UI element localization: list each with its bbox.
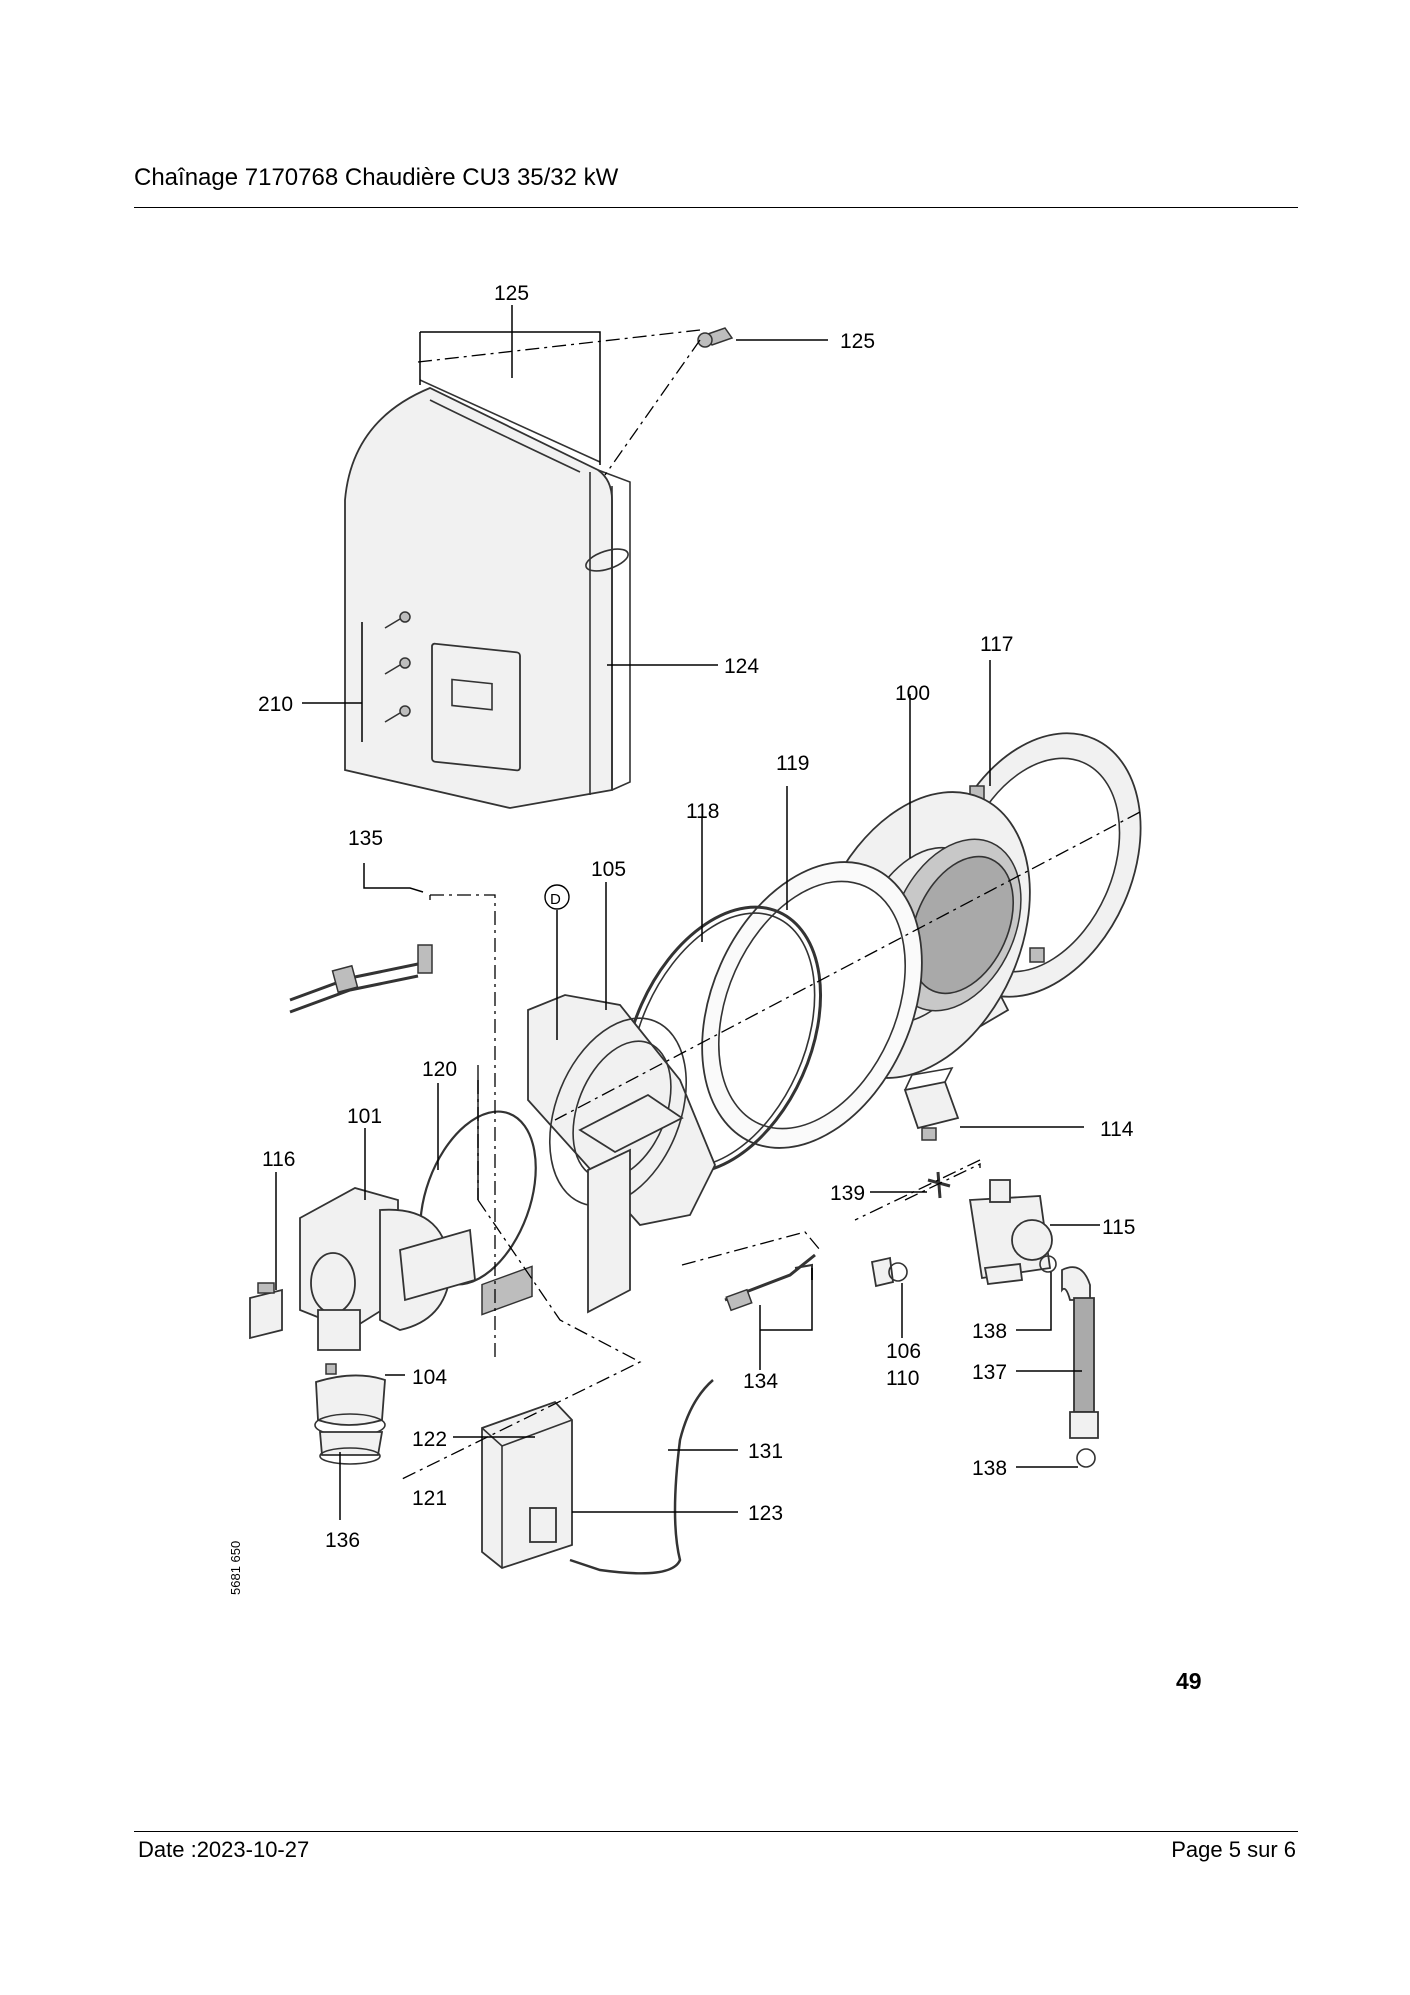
page-title: Chaînage 7170768 Chaudière CU3 35/32 kW (134, 164, 619, 191)
header-divider (134, 207, 1298, 208)
burner-plate-105 (477, 994, 716, 1314)
venturi-104 (314, 1363, 386, 1465)
connector-116 (249, 1282, 283, 1340)
casing-cover-124 (344, 379, 631, 809)
screws-210 (384, 611, 411, 723)
screw-125 (697, 327, 734, 348)
callout-117: 117 (980, 633, 1013, 656)
callout-118: 118 (686, 800, 719, 823)
valve-fittings (870, 1171, 1096, 1468)
callout-134: 134 (743, 1370, 778, 1393)
callout-122: 122 (412, 1428, 447, 1451)
fan-101 (299, 1187, 476, 1351)
coil-114 (903, 1066, 960, 1141)
callout-135: 135 (348, 827, 383, 850)
callout-139: 139 (830, 1182, 865, 1205)
gasket-119 (701, 861, 923, 1149)
callout-210: 210 (258, 693, 293, 716)
footer-divider (134, 1831, 1298, 1832)
callout-120: 120 (422, 1058, 457, 1081)
callout-119: 119 (776, 752, 809, 775)
callout-110: 110 (886, 1367, 919, 1390)
flexible-gas-hose-137 (1061, 1266, 1099, 1439)
callout-d-circle (544, 884, 570, 910)
callout-138-lower: 138 (972, 1457, 1007, 1480)
cable-131 (569, 1379, 714, 1575)
callout-123: 123 (748, 1502, 783, 1525)
leader-lines (275, 305, 1100, 1520)
callout-101: 101 (347, 1105, 382, 1128)
ignition-electrode-135 (289, 944, 433, 1014)
gas-valve-115 (968, 1179, 1053, 1285)
assembly-axis-lines (399, 329, 1141, 1481)
page-code: 49 (1176, 1668, 1202, 1694)
footer-page-number: Page 5 sur 6 (1171, 1837, 1296, 1862)
callout-137: 137 (972, 1361, 1007, 1384)
callout-105: 105 (591, 858, 626, 881)
callout-138-upper: 138 (972, 1320, 1007, 1343)
callout-121: 121 (412, 1487, 447, 1510)
control-unit-121 (481, 1265, 573, 1570)
callout-115: 115 (1102, 1216, 1135, 1239)
callout-labels: 125 125 124 210 117 100 119 118 105 D 13… (258, 282, 1135, 1552)
callout-125-screw: 125 (840, 330, 875, 353)
callout-100: 100 (895, 682, 930, 705)
drawing-number: 5681 650 (228, 1540, 243, 1595)
ionisation-electrode-134 (724, 1253, 816, 1312)
callout-116: 116 (262, 1148, 295, 1171)
callout-131: 131 (748, 1440, 783, 1463)
callout-125-top: 125 (494, 282, 529, 305)
callout-106: 106 (886, 1340, 921, 1363)
callout-114: 114 (1100, 1118, 1134, 1141)
callout-d: D (550, 891, 561, 908)
callout-104: 104 (412, 1366, 447, 1389)
callout-136: 136 (325, 1529, 360, 1552)
footer-date: Date :2023-10-27 (138, 1837, 310, 1862)
callout-124: 124 (724, 655, 759, 678)
